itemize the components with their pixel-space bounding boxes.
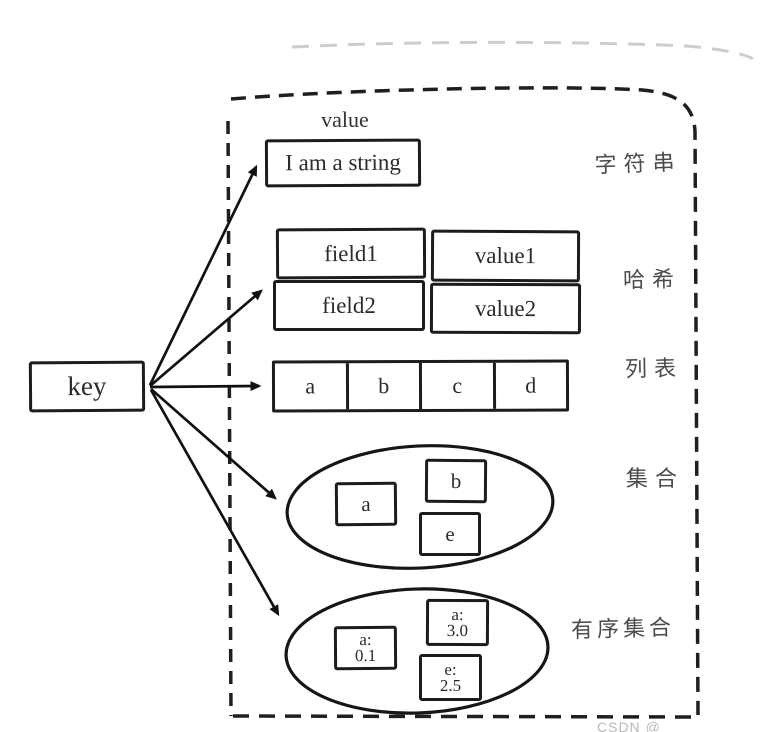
key-label: key xyxy=(67,370,107,402)
arrow-key-to-string xyxy=(148,164,258,386)
set-member-b-box: b xyxy=(424,458,488,504)
sorted-set-member-e25-key: e: xyxy=(444,659,457,679)
sorted-set-member-e25-score: 2.5 xyxy=(439,675,462,695)
type-label-hash: 哈希 xyxy=(622,266,682,293)
arrow-key-to-sorted-set xyxy=(149,389,280,617)
type-label-set: 集合 xyxy=(625,466,684,491)
string-value-box: I am a string xyxy=(264,138,422,188)
sorted-set-ellipse xyxy=(284,587,550,715)
sorted-set-member-a01-box: a: 0.1 xyxy=(333,625,398,671)
list-cell-c: c xyxy=(418,362,493,410)
sorted-set-member-a30-score: 3.0 xyxy=(446,620,469,640)
arrow-key-to-set xyxy=(150,387,277,500)
hash-field1-text: field1 xyxy=(324,240,378,266)
sorted-set-member-e25-box: e: 2.5 xyxy=(419,654,482,701)
list-cell-b: b xyxy=(345,363,420,410)
list-cell-d: d xyxy=(492,362,567,409)
faint-top-dashed-line xyxy=(291,40,754,61)
hash-field2-text: field2 xyxy=(322,292,376,318)
key-box: key xyxy=(28,360,146,413)
arrow-key-to-list xyxy=(149,381,262,392)
type-label-list: 列表 xyxy=(624,355,684,382)
list-row: a b c d xyxy=(271,359,570,413)
set-member-a-box: a xyxy=(334,481,398,527)
sorted-set-member-a01-score: 0.1 xyxy=(354,645,377,666)
type-label-string: 字符串 xyxy=(594,149,682,178)
string-value-text: I am a string xyxy=(285,149,401,176)
hash-value1-text: value1 xyxy=(474,242,537,269)
value-container-border-left xyxy=(226,120,233,717)
hash-field1-box: field1 xyxy=(275,227,427,280)
list-cell-a: a xyxy=(305,373,316,399)
type-label-sorted-set: 有序集合 xyxy=(570,614,676,643)
set-member-e-box: e xyxy=(419,512,481,556)
arrow-key-to-hash xyxy=(149,289,263,388)
hash-field2-box: field2 xyxy=(273,280,425,331)
hash-value2-box: value2 xyxy=(429,282,582,335)
value-container-border-bottom xyxy=(232,714,698,719)
value-header-label: value xyxy=(321,107,369,132)
hash-value1-box: value1 xyxy=(430,229,581,283)
sorted-set-member-a30-box: a: 3.0 xyxy=(425,598,490,647)
hash-value2-text: value2 xyxy=(474,295,537,321)
watermark-text: CSDN @ xyxy=(597,719,661,732)
